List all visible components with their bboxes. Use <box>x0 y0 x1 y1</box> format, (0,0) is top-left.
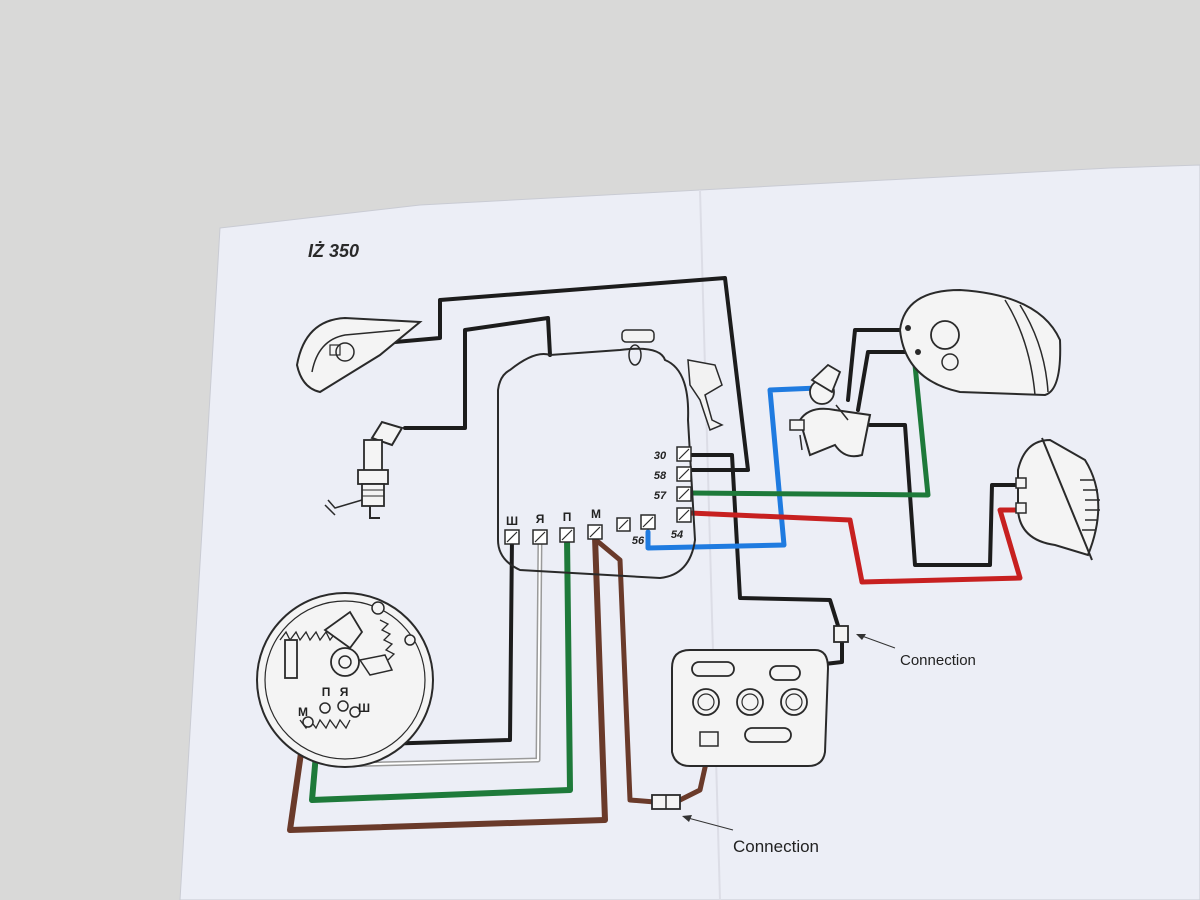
generator-label-m: М <box>298 705 308 719</box>
terminal-56: 56 <box>632 514 656 547</box>
terminal-p-label: П <box>563 510 572 524</box>
annotation-connection-bottom: Connection <box>682 815 819 856</box>
wire-black-head1 <box>846 328 907 402</box>
terminal-m: М <box>587 507 603 540</box>
wire-black-taillight <box>360 276 750 472</box>
generator-label-sh: Ш <box>358 701 370 715</box>
terminal-ya: Я <box>532 512 548 545</box>
wire-brown-m <box>287 534 608 833</box>
wire-brown-m2 <box>593 537 658 805</box>
terminal-57: 57 <box>654 486 692 502</box>
terminal-58-label: 58 <box>654 470 667 482</box>
wire-black-spark <box>403 316 552 430</box>
wire-red-54 <box>687 507 1023 585</box>
wire-blue <box>645 385 821 551</box>
junction-lamp <box>621 329 655 343</box>
wire-black-head2 <box>856 350 917 412</box>
connector-bottom <box>651 794 681 810</box>
terminal-ya-label: Я <box>536 512 545 526</box>
junction-box: 30 58 57 54 56 Ш <box>497 329 724 580</box>
terminal-56-label: 56 <box>632 535 645 547</box>
connector-top <box>833 625 849 643</box>
spark-plug-icon <box>324 420 404 519</box>
terminal-57-label: 57 <box>654 490 667 502</box>
generator-label-p: П <box>322 685 331 699</box>
battery-icon <box>671 649 830 767</box>
terminal-m-label: М <box>591 507 601 521</box>
terminal-sh: Ш <box>504 514 520 545</box>
annotation-connection-top-text: Connection <box>900 652 976 669</box>
ignition-switch-icon <box>789 363 872 458</box>
taillight-icon <box>295 316 423 394</box>
wire-black-30 <box>688 453 842 634</box>
terminal-blank <box>616 517 631 532</box>
horn-icon <box>1015 437 1100 561</box>
terminal-54-label: 54 <box>671 529 683 541</box>
annotation-connection-bottom-text: Connection <box>733 837 819 856</box>
junction-lever <box>687 359 724 432</box>
terminal-54: 54 <box>671 507 692 541</box>
terminal-58: 58 <box>654 466 692 482</box>
terminal-30-label: 30 <box>654 450 667 462</box>
diagram-title: IŻ 350 <box>308 241 359 261</box>
terminal-p: П <box>559 510 575 543</box>
headlight-icon <box>898 288 1062 397</box>
wire-black-horn <box>868 423 1020 567</box>
terminal-30: 30 <box>654 446 692 462</box>
annotation-connection-top: Connection <box>856 634 976 669</box>
generator-label-ya: Я <box>340 685 349 699</box>
generator-icon: П Я М Ш <box>256 592 434 768</box>
terminal-sh-label: Ш <box>506 514 518 528</box>
